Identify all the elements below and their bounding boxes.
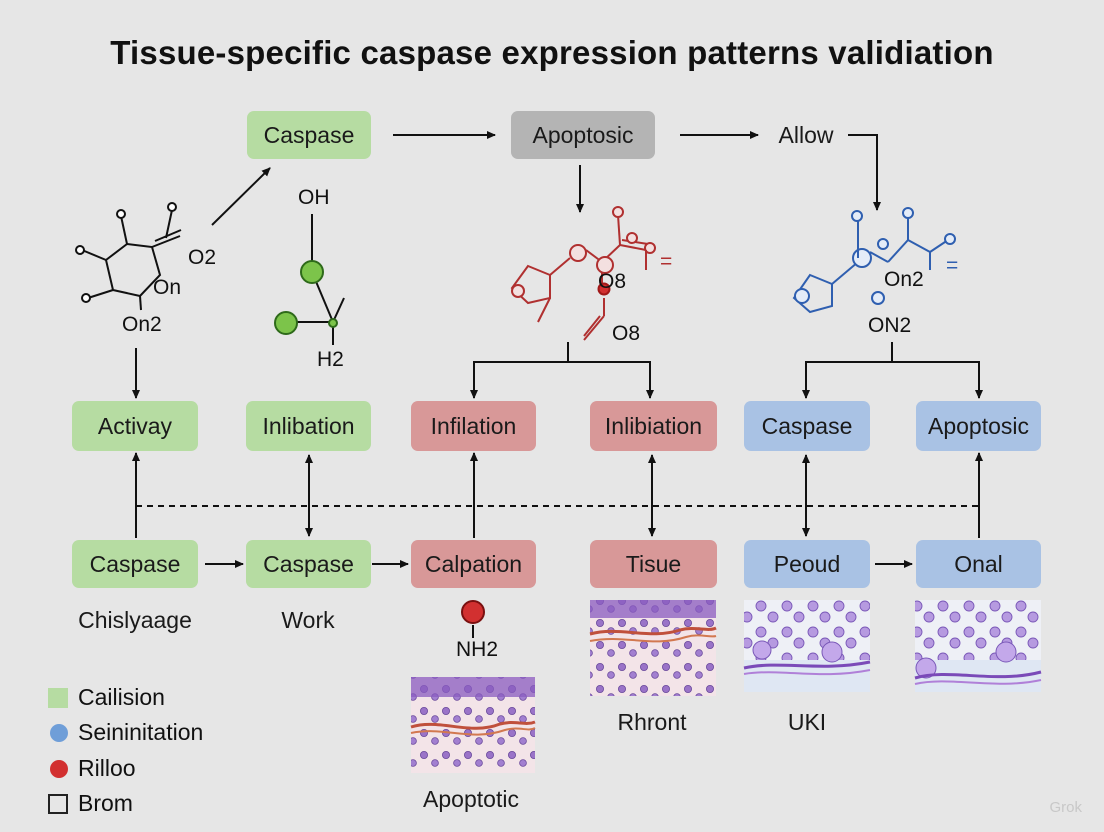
node-caspase-middle: Caspase <box>744 401 870 451</box>
legend-label: Cailision <box>78 684 165 710</box>
red-dot-icon <box>50 759 68 778</box>
node-inlibiation: Inlibiation <box>590 401 717 451</box>
chem-label-nh2: NH2 <box>456 638 499 661</box>
node-calpation: Calpation <box>411 540 536 588</box>
node-apoptosic-top: Apoptosic <box>511 111 655 159</box>
chem-label-o8-red: O8 <box>598 270 627 293</box>
watermark: Grok <box>1049 799 1082 816</box>
caption-rhront: Rhront <box>617 709 687 735</box>
caption-chislyaage: Chislyaage <box>78 607 192 633</box>
tissue-image-apoptotic <box>410 677 536 773</box>
tissue-image-rhront <box>589 600 717 696</box>
node-caspase-top: Caspase <box>247 111 371 159</box>
node-onal: Onal <box>916 540 1041 588</box>
chem-label-on2-bottom: ON2 <box>868 314 912 337</box>
caption-work: Work <box>281 607 335 633</box>
arrow-split-caspase <box>802 342 893 399</box>
caption-apoptotic: Apoptotic <box>423 786 519 812</box>
arrow-split-inlibiation <box>568 361 654 399</box>
blue-dot-icon <box>50 723 68 742</box>
nh2-atom <box>461 600 485 624</box>
tissue-image-onal <box>914 600 1042 692</box>
chem-label-o2: O2 <box>188 246 217 269</box>
node-apoptosic-middle: Apoptosic <box>916 401 1041 451</box>
tissue-image-uki <box>743 600 871 692</box>
node-tisue: Tisue <box>590 540 717 588</box>
chem-label-on2-blue: On2 <box>884 268 924 291</box>
node-inlibation: Inlibation <box>246 401 371 451</box>
node-allow-top: Allow <box>778 121 834 148</box>
blue-molecule <box>792 207 956 314</box>
node-caspase-bottom-1: Caspase <box>72 540 198 588</box>
arrow-allow-down <box>848 134 881 211</box>
empty-square-icon <box>48 793 68 814</box>
legend-label: Brom <box>78 790 133 816</box>
arrow-split-apoptosic <box>892 361 983 399</box>
green-molecule <box>274 214 345 345</box>
left-molecule <box>75 202 182 311</box>
green-square-icon <box>48 687 68 708</box>
legend-item: Cailision <box>48 684 165 711</box>
chem-label-h2: H2 <box>317 348 344 371</box>
arrow-split-infilation <box>470 342 569 399</box>
caption-uki: UKI <box>787 709 827 735</box>
node-activay: Activay <box>72 401 198 451</box>
node-caspase-bottom-2: Caspase <box>246 540 371 588</box>
legend-item: Brom <box>48 790 133 817</box>
arrow-molecule-to-caspase <box>211 167 271 226</box>
legend-label: Rilloo <box>78 755 136 781</box>
node-peoud: Peoud <box>744 540 870 588</box>
chem-label-o8: O8 <box>612 322 641 345</box>
legend-item: Seininitation <box>48 719 203 746</box>
chem-label-on2-left: On2 <box>122 313 162 336</box>
chem-label-oh: OH <box>298 186 330 209</box>
node-infilation: Infilation <box>411 401 536 451</box>
red-molecule <box>510 206 656 341</box>
page-title: Tissue-specific caspase expression patte… <box>110 34 994 71</box>
chem-label-eq-blue: = <box>946 254 959 277</box>
legend-label: Seininitation <box>78 719 204 745</box>
legend-item: Rilloo <box>48 755 136 782</box>
chem-label-eq-red: = <box>660 250 673 273</box>
chem-label-on: On <box>153 276 182 299</box>
